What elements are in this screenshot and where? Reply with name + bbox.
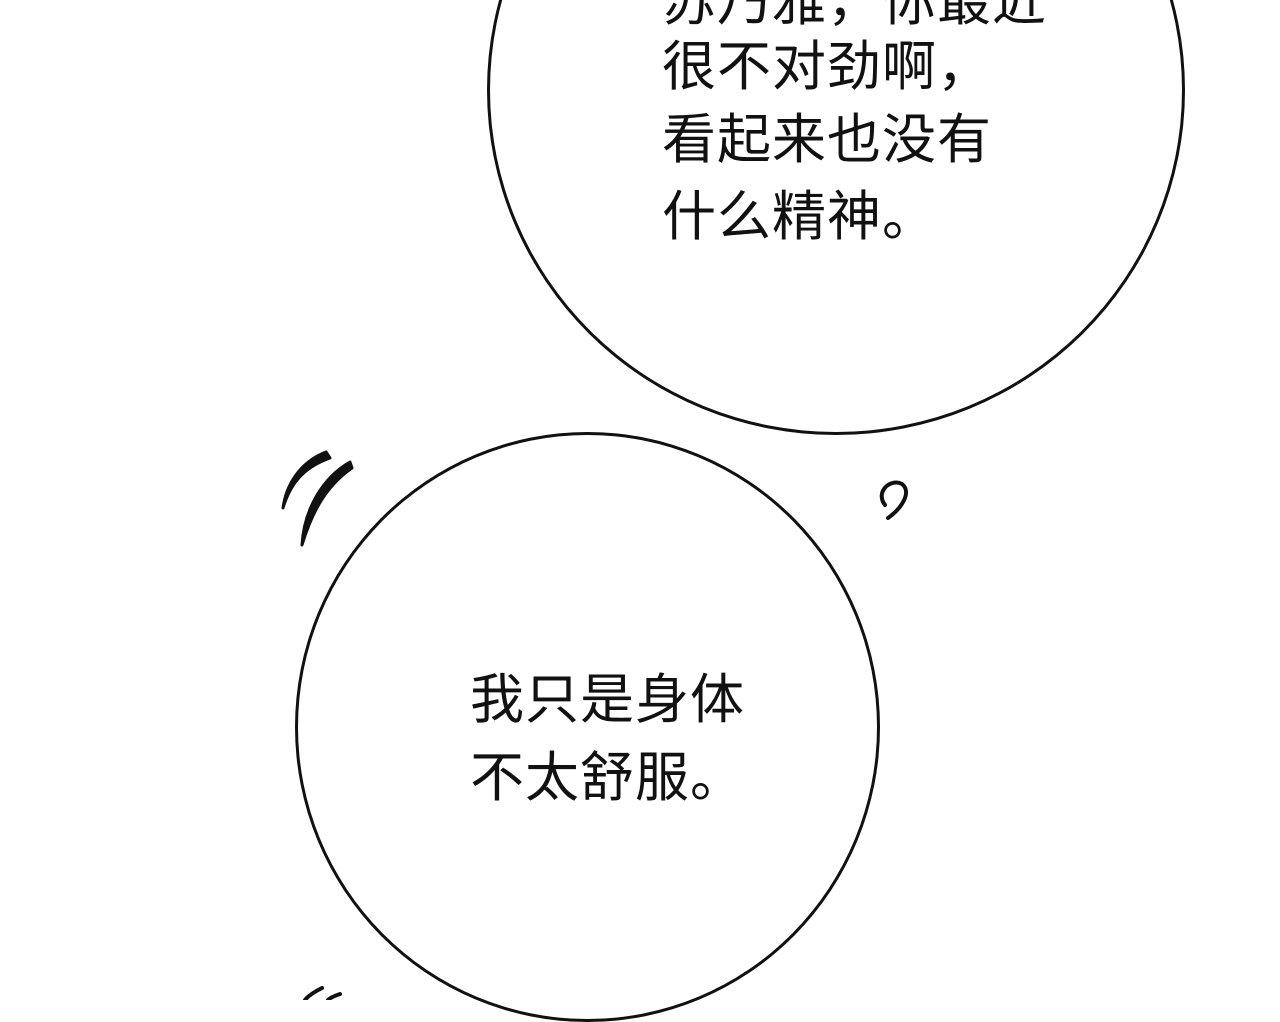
shake-mark-left-inner	[300, 460, 354, 547]
top-bubble-line-1: 苏乃雅，你最近	[662, 0, 1047, 33]
sweat-curl-mark	[879, 480, 908, 520]
shake-mark-left-outer	[281, 450, 332, 510]
bottom-bubble-line-1: 我只是身体	[470, 668, 745, 731]
shake-mark-bottom	[303, 986, 342, 1000]
comic-panel: 苏乃雅，你最近 很不对劲啊， 看起来也没有 什么精神。 我只是身体 不太舒服。	[281, 0, 1185, 1022]
top-bubble-line-4: 什么精神。	[662, 185, 937, 248]
top-bubble-line-2: 很不对劲啊，	[662, 35, 992, 98]
speech-bubble-bottom	[295, 432, 880, 1022]
bottom-bubble-line-2: 不太舒服。	[470, 746, 745, 809]
top-bubble-line-3: 看起来也没有	[662, 108, 992, 171]
